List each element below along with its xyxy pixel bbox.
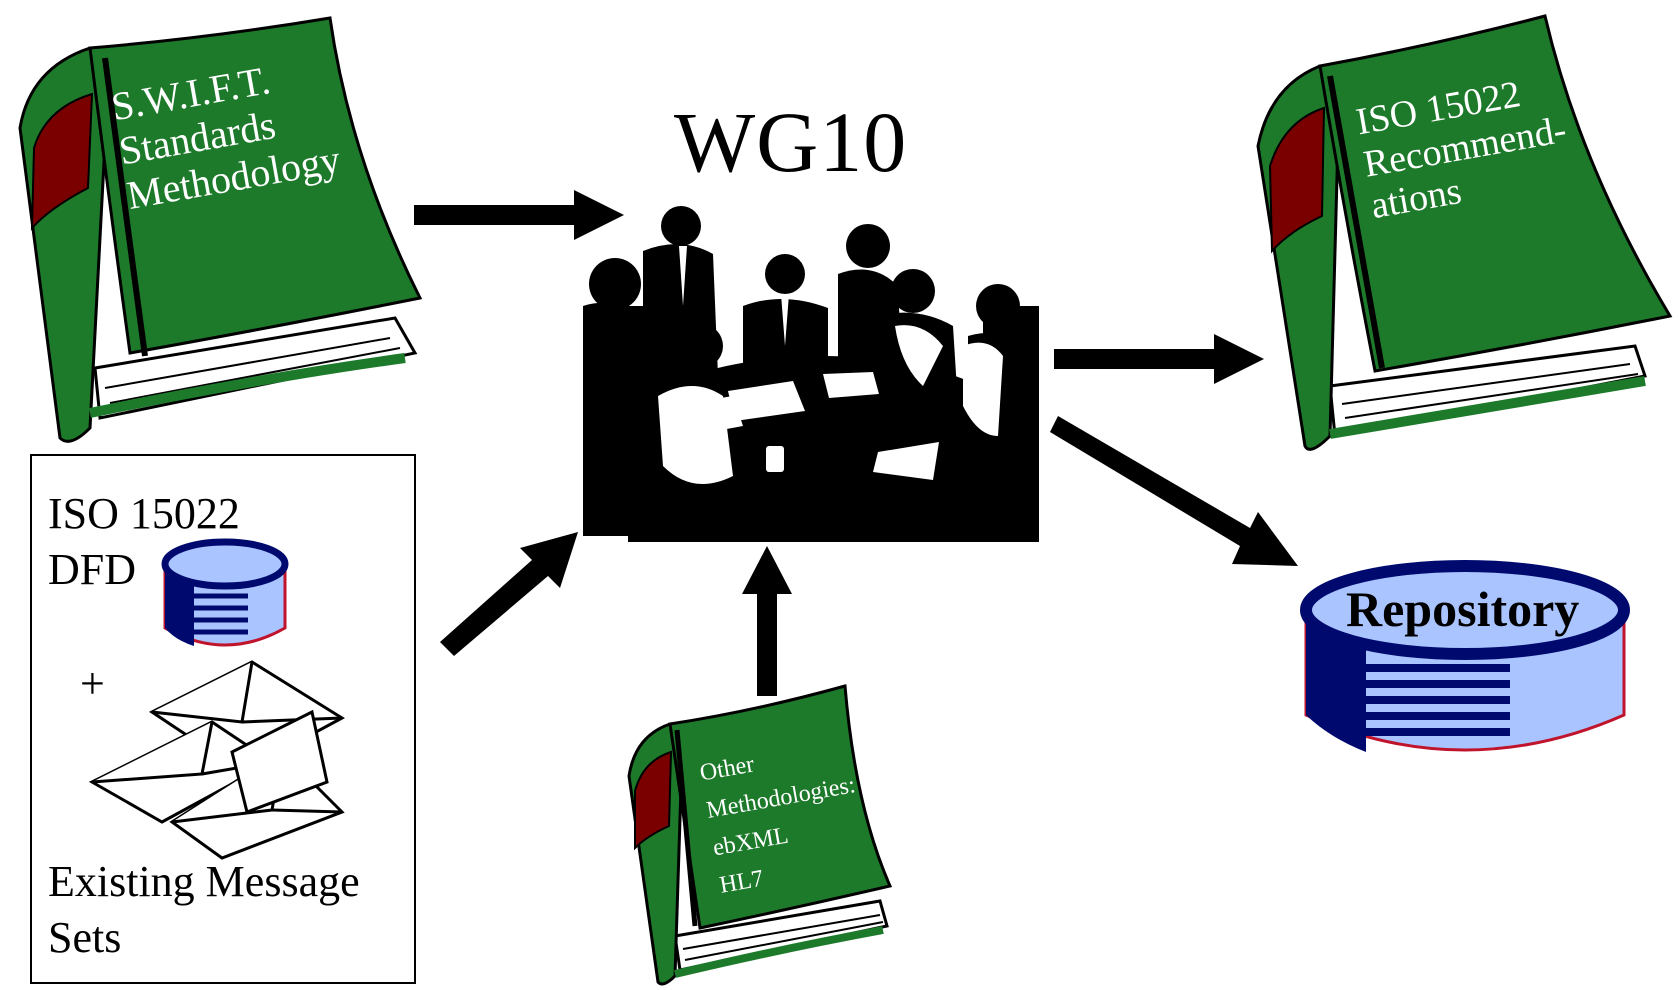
other-book-title: Other Methodologies: ebXML HL7 xyxy=(697,730,872,905)
dfd-database-icon xyxy=(160,536,290,656)
sets-line-2: Sets xyxy=(48,913,122,963)
book-icon xyxy=(627,684,893,986)
envelope-stack xyxy=(88,660,345,860)
arrow-wg10-to-recommendations xyxy=(1054,334,1264,384)
dfd-label: ISO 15022 DFD xyxy=(48,486,240,599)
repository-label: Repository xyxy=(1346,581,1580,637)
database-icon xyxy=(161,538,289,647)
existing-sets-label: Existing Message Sets xyxy=(48,854,360,967)
meeting-people-image xyxy=(583,196,1039,542)
swift-standards-book: S.W.I.F.T. Standards Methodology xyxy=(10,8,430,448)
arrow-icon xyxy=(1050,416,1298,566)
meeting-silhouette xyxy=(583,206,1039,542)
arrow-inputs-to-wg10 xyxy=(440,532,580,656)
arrow-icon xyxy=(1054,334,1264,384)
wg10-title: WG10 xyxy=(674,94,908,190)
arrow-other-to-wg10 xyxy=(742,546,792,696)
envelopes-icon xyxy=(88,660,345,860)
book-icon xyxy=(1256,14,1673,451)
iso-recommendations-book: ISO 15022 Recommend- ations xyxy=(1250,14,1673,456)
arrow-icon xyxy=(742,546,792,696)
sets-line-1: Existing Message xyxy=(48,857,360,906)
input-sources-box: ISO 15022 DFD + xyxy=(30,454,416,984)
arrow-icon xyxy=(440,532,578,656)
dfd-line-2: DFD xyxy=(48,545,137,595)
other-methodologies-book: Other Methodologies: ebXML HL7 xyxy=(625,684,895,990)
plus-sign: + xyxy=(80,659,105,708)
arrow-icon xyxy=(414,190,624,240)
dfd-line-1: ISO 15022 xyxy=(48,489,240,538)
arrow-wg10-to-repository xyxy=(1050,412,1300,572)
database-icon xyxy=(1300,560,1630,752)
arrow-swift-to-wg10 xyxy=(414,190,624,240)
repository-database xyxy=(1300,560,1630,770)
book-icon xyxy=(18,16,423,443)
